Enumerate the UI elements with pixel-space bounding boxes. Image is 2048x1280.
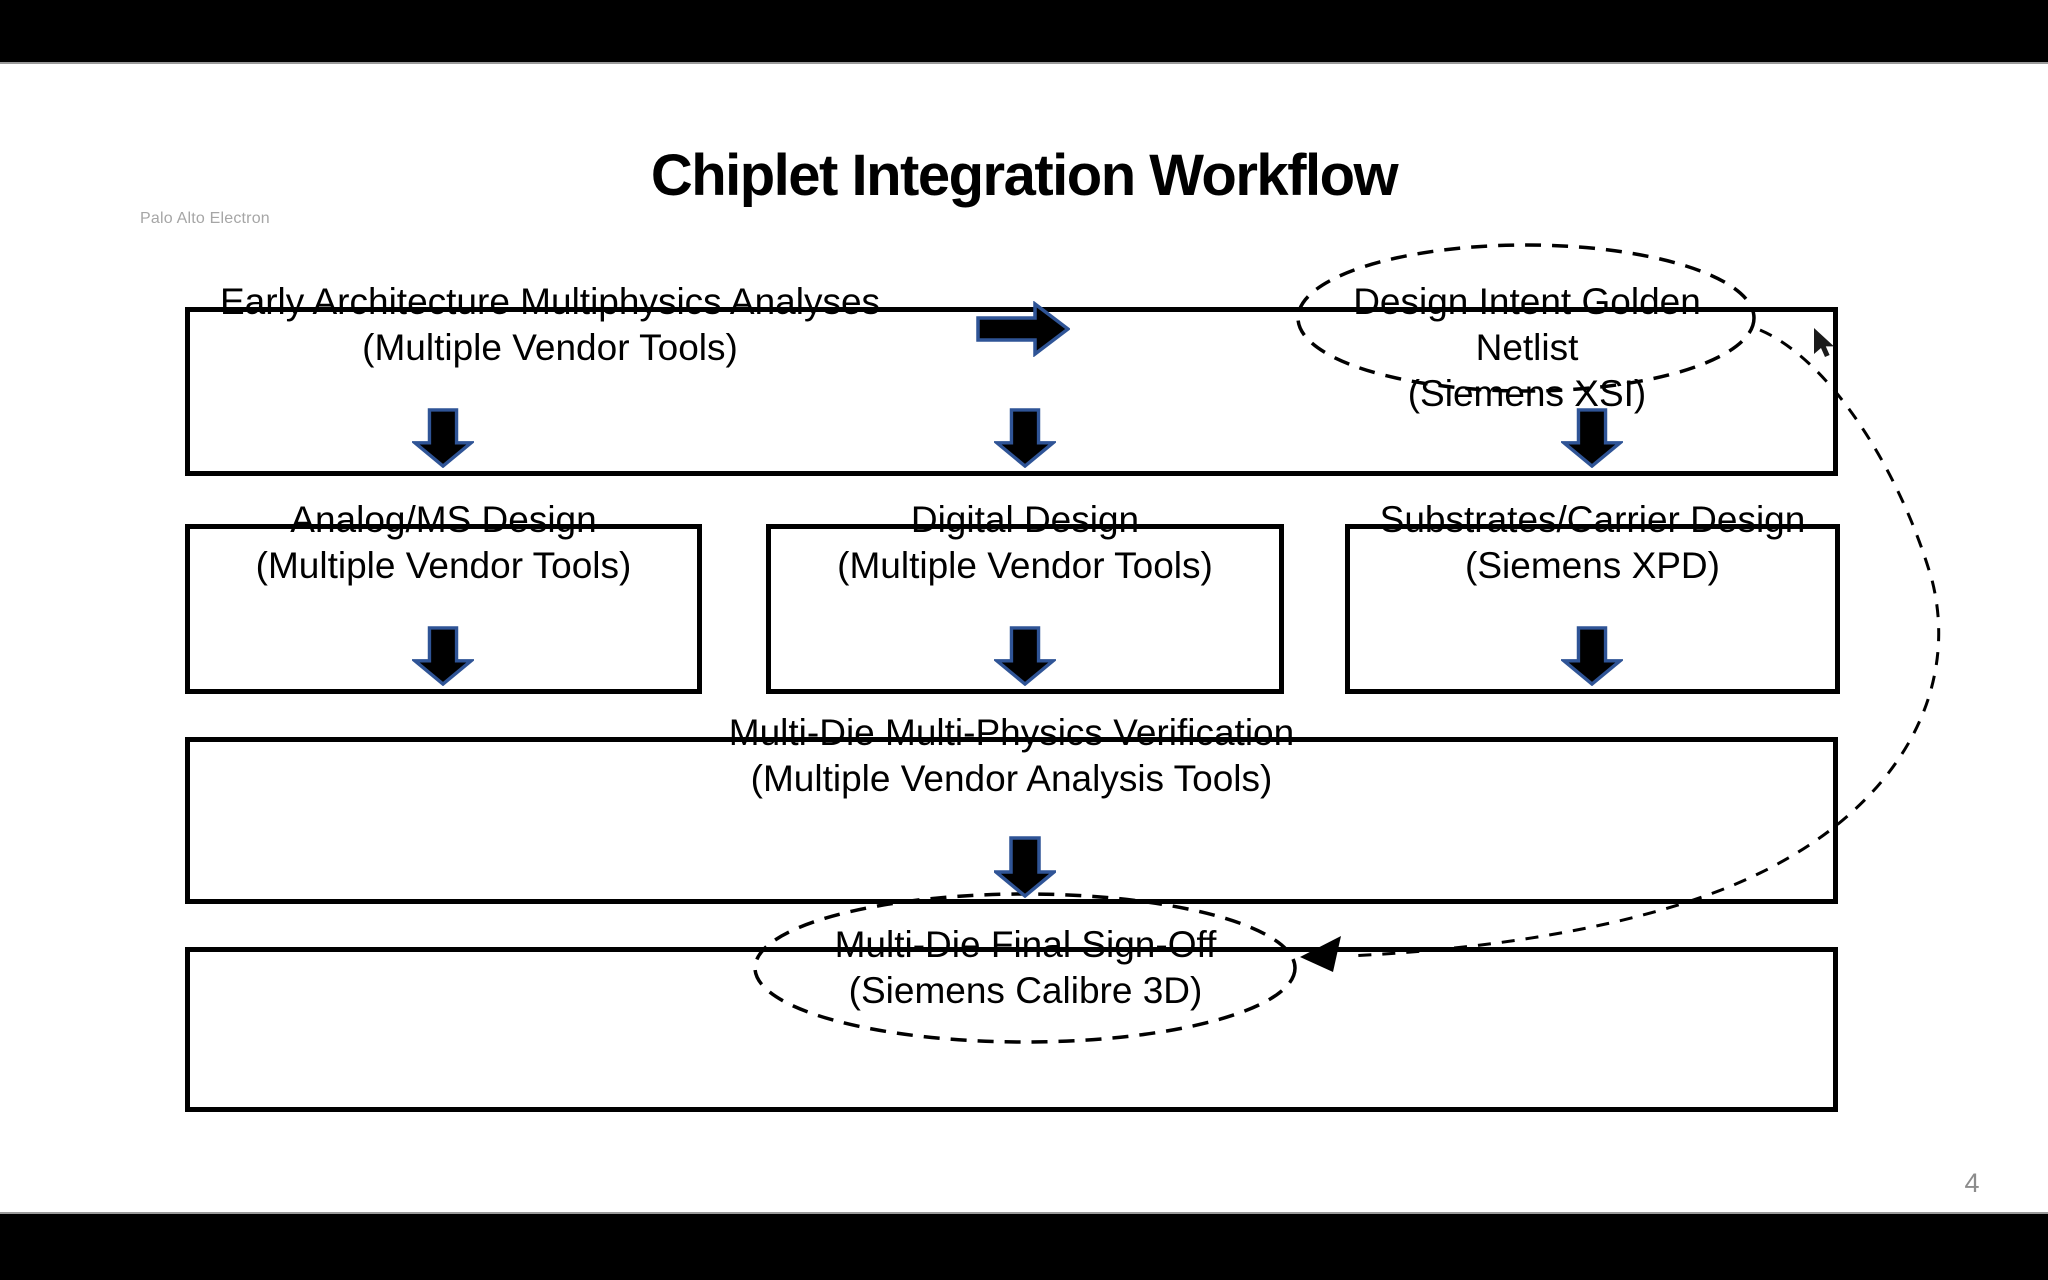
watermark-text: Palo Alto Electron	[140, 210, 270, 227]
label-line1: Early Architecture Multiphysics Analyses	[219, 281, 881, 322]
final-signoff-label: Multi-Die Final Sign-Off (Siemens Calibr…	[199, 922, 1852, 1014]
early-architecture-label: Early Architecture Multiphysics Analyses…	[185, 279, 915, 371]
analog-ms-design-label: Analog/MS Design (Multiple Vendor Tools)	[185, 497, 702, 589]
label-line2: (Multiple Vendor Tools)	[837, 545, 1213, 586]
flow-arrow-down-icon	[412, 408, 474, 468]
flow-arrow-down-icon	[994, 408, 1056, 468]
multi-die-verification-label: Multi-Die Multi-Physics Verification (Mu…	[185, 710, 1838, 802]
flow-arrow-down-icon	[1561, 626, 1623, 686]
label-line2: (Multiple Vendor Tools)	[255, 545, 632, 586]
label-line1: Multi-Die Final Sign-Off	[834, 924, 1217, 965]
digital-design-label: Digital Design (Multiple Vendor Tools)	[766, 497, 1284, 589]
flow-arrow-down-icon	[994, 626, 1056, 686]
flow-arrow-down-icon	[1561, 408, 1623, 468]
flow-arrow-down-icon	[994, 836, 1056, 898]
label-line2: (Siemens XSI)	[1407, 373, 1647, 414]
label-line2: (Multiple Vendor Tools)	[362, 327, 738, 368]
label-line1: Analog/MS Design	[290, 499, 597, 540]
letterbox-top	[0, 0, 2048, 62]
flow-arrow-right-icon	[976, 301, 1070, 357]
label-line1: Substrates/Carrier Design	[1379, 499, 1806, 540]
label-line1: Multi-Die Multi-Physics Verification	[728, 712, 1295, 753]
design-intent-netlist-label: Design Intent Golden Netlist (Siemens XS…	[1298, 279, 1756, 417]
substrates-carrier-design-label: Substrates/Carrier Design (Siemens XPD)	[1345, 497, 1840, 589]
label-line2: (Siemens XPD)	[1465, 545, 1720, 586]
letterbox-bottom	[0, 1214, 2048, 1280]
label-line2: (Siemens Calibre 3D)	[848, 970, 1203, 1011]
slide-title: Chiplet Integration Workflow	[650, 143, 1399, 208]
label-line2: (Multiple Vendor Analysis Tools)	[750, 758, 1273, 799]
flow-arrow-down-icon	[412, 626, 474, 686]
label-line1: Digital Design	[910, 499, 1140, 540]
label-line1: Design Intent Golden Netlist	[1353, 281, 1701, 368]
page-number: 4	[1964, 1168, 1980, 1198]
